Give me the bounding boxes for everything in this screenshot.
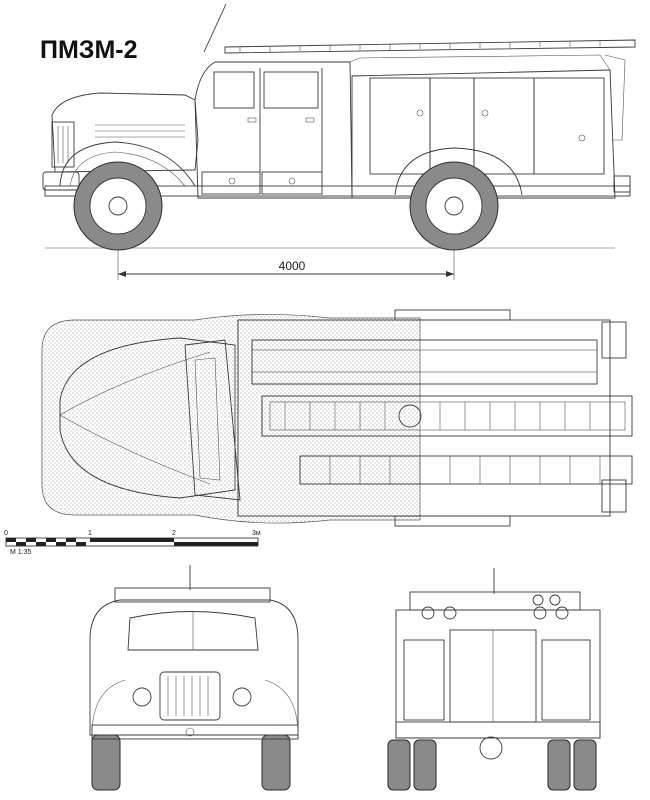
scale-tick-2: 2 xyxy=(172,530,176,537)
front-view xyxy=(89,565,299,791)
scale-tick-1: 1 xyxy=(88,530,92,537)
scale-tick-0: 0 xyxy=(4,530,8,537)
scale-ratio: М 1:35 xyxy=(10,549,32,556)
top-view xyxy=(41,309,633,527)
rear-view xyxy=(387,568,601,791)
side-view: 4000 xyxy=(42,3,636,280)
scale-tick-3: 3м xyxy=(252,530,261,537)
scale-bar: 0 1 2 3м М 1:35 xyxy=(4,530,261,556)
wheelbase-dimension: 4000 xyxy=(279,259,306,273)
drawing-title: ПМЗМ-2 xyxy=(40,36,138,64)
